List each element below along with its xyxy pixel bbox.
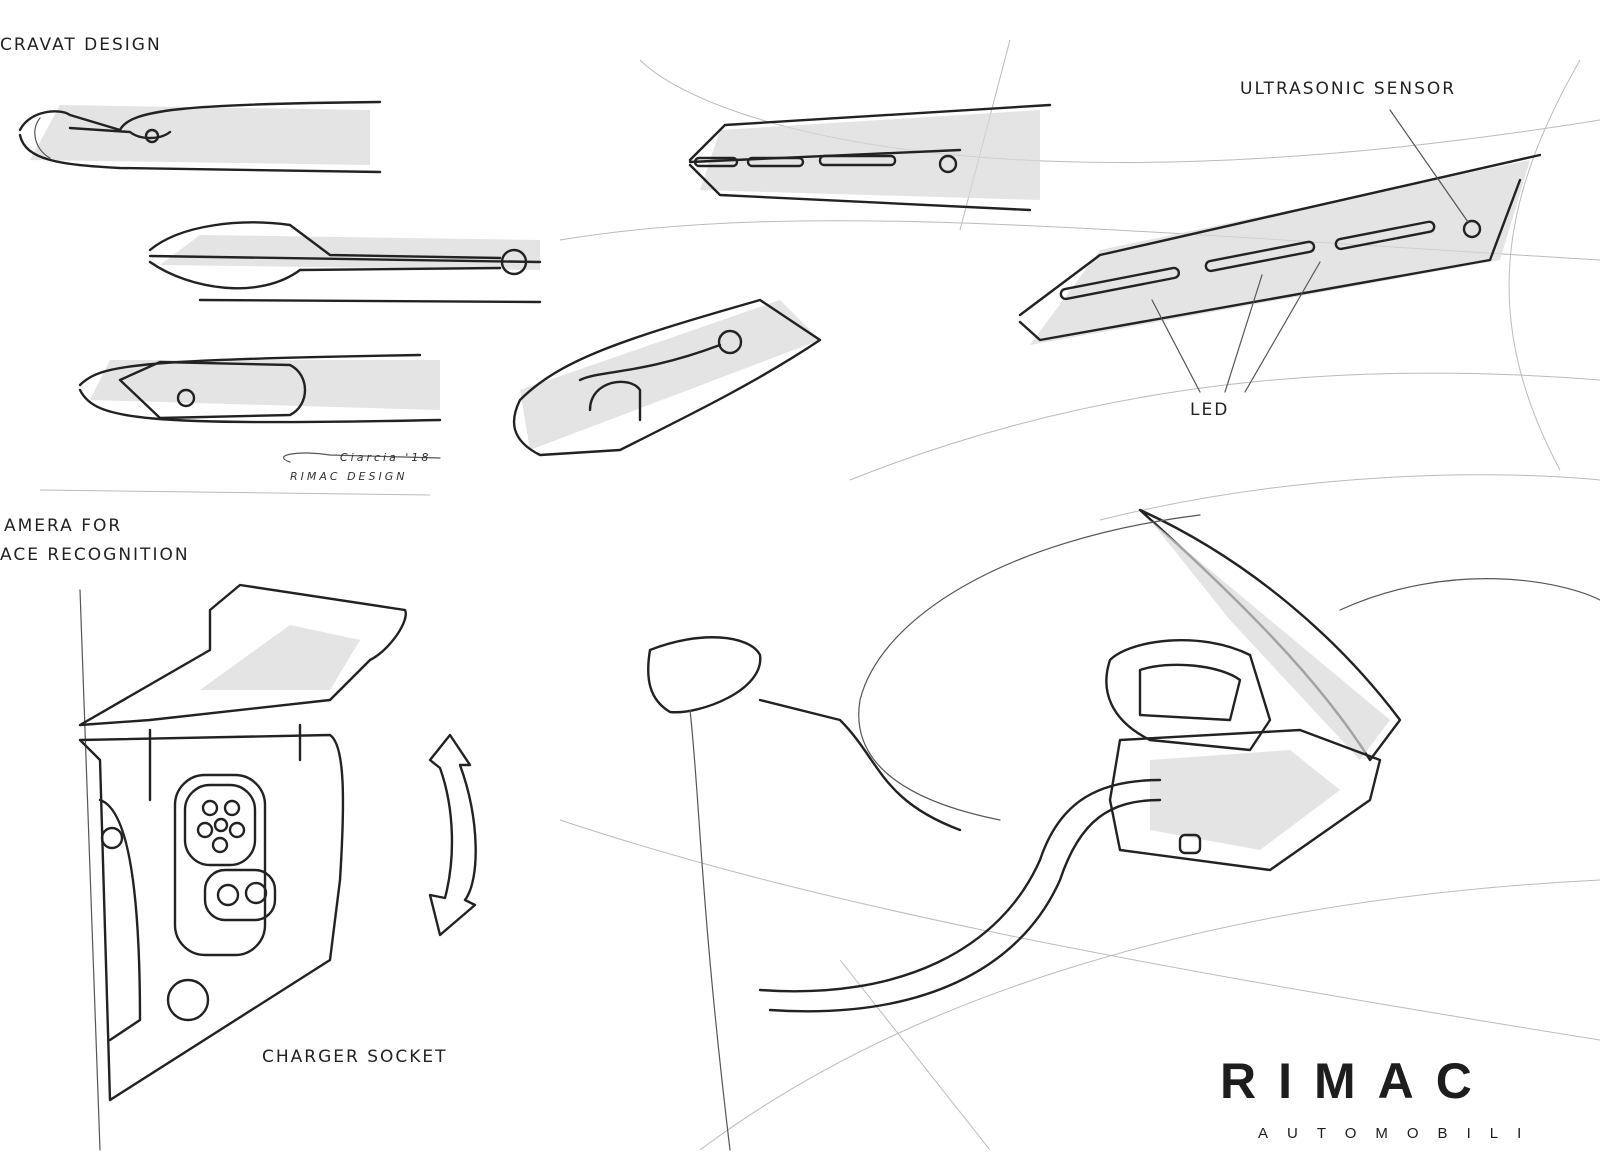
- socket-pins: [196, 799, 246, 854]
- led-panel-sketch-upper: [688, 103, 1052, 212]
- label-cravat-design: CRAVAT DESIGN: [0, 35, 162, 55]
- rotation-arrow-icon: [428, 733, 477, 937]
- cravat-handle-sketch-2: [148, 221, 542, 304]
- label-led: LED: [1190, 400, 1229, 420]
- cravat-handle-sketch-1: [18, 100, 382, 174]
- signature-name: Ciarcia '18: [340, 451, 431, 464]
- label-ultrasonic-sensor: ULTRASONIC SENSOR: [1240, 79, 1456, 99]
- logo-subtitle: AUTOMOBILI: [1258, 1125, 1540, 1142]
- charging-plug-sketch: [647, 508, 1600, 1151]
- label-camera-line2: ACE RECOGNITION: [0, 545, 190, 565]
- logo-brand: RIMAC: [1220, 1053, 1494, 1109]
- led-panel-sketch-lower: [1018, 109, 1542, 393]
- label-camera-line1: AMERA FOR: [4, 516, 122, 536]
- label-charger-socket: CHARGER SOCKET: [262, 1047, 448, 1067]
- construction-lines: [39, 39, 1600, 1151]
- cravat-handle-sketch-3: [78, 353, 442, 424]
- charger-socket-sketch: [78, 583, 477, 1151]
- signature-studio: RIMAC DESIGN: [290, 470, 407, 483]
- designer-signature: Ciarcia '18 RIMAC DESIGN: [283, 451, 441, 483]
- rimac-logo: RIMAC AUTOMOBILI: [1220, 1053, 1540, 1142]
- angled-handle-sketch: [512, 298, 822, 457]
